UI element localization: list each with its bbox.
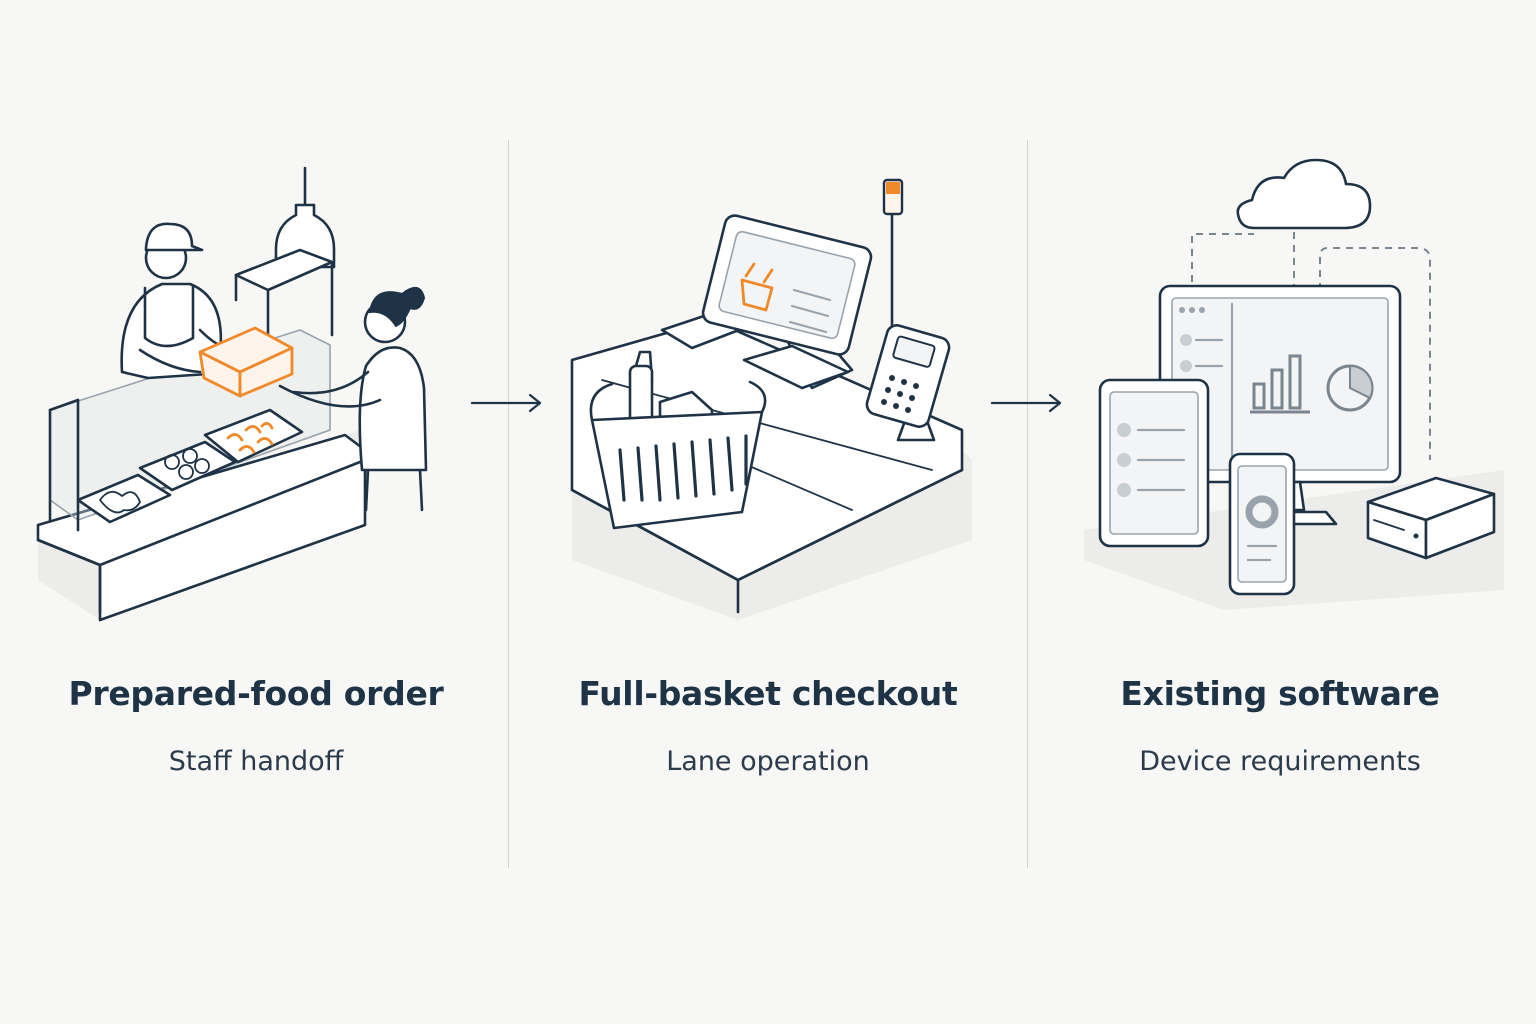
prepared-food-counter-icon [36, 166, 428, 622]
step-subtitle: Lane operation [666, 746, 870, 777]
arrow-right-icon [990, 393, 1062, 413]
step-title: Existing software [1120, 674, 1440, 713]
step-subtitle: Staff handoff [168, 746, 344, 777]
step-prepared-food: Prepared-food order Staff handoff [0, 0, 512, 1024]
step-existing-software: Existing software Device requirements [1024, 0, 1536, 1024]
connected-devices-icon [1084, 158, 1504, 610]
step-subtitle: Device requirements [1139, 746, 1421, 777]
panel-divider [508, 140, 509, 868]
arrow-right-icon [470, 393, 542, 413]
panel-divider [1027, 140, 1028, 868]
step-full-basket: Full-basket checkout Lane operation [512, 0, 1024, 1024]
step-title: Full-basket checkout [578, 674, 958, 713]
step-title: Prepared-food order [68, 674, 444, 713]
self-checkout-lane-icon [570, 178, 972, 620]
